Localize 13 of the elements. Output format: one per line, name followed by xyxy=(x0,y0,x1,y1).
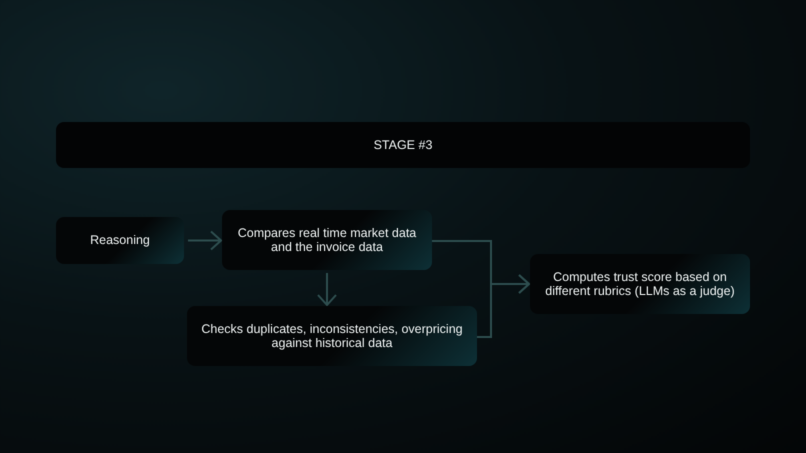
node-text: Compares real time market data and the invoice data xyxy=(236,226,418,254)
process-box xyxy=(187,306,477,366)
process-box xyxy=(56,217,184,264)
node-text: Computes trust score based on different rubrics (LLMs as a judge) xyxy=(544,270,736,298)
node-text: Checks duplicates, inconsistencies, overpricing against historical data xyxy=(200,322,464,350)
process-box xyxy=(222,210,432,270)
node-text: Reasoning xyxy=(90,233,150,248)
arrow xyxy=(477,274,530,338)
arrow xyxy=(317,273,337,306)
node-text: STAGE #3 xyxy=(374,138,432,152)
arrow xyxy=(188,230,222,250)
stage-banner xyxy=(56,122,750,168)
process-box xyxy=(530,254,750,314)
